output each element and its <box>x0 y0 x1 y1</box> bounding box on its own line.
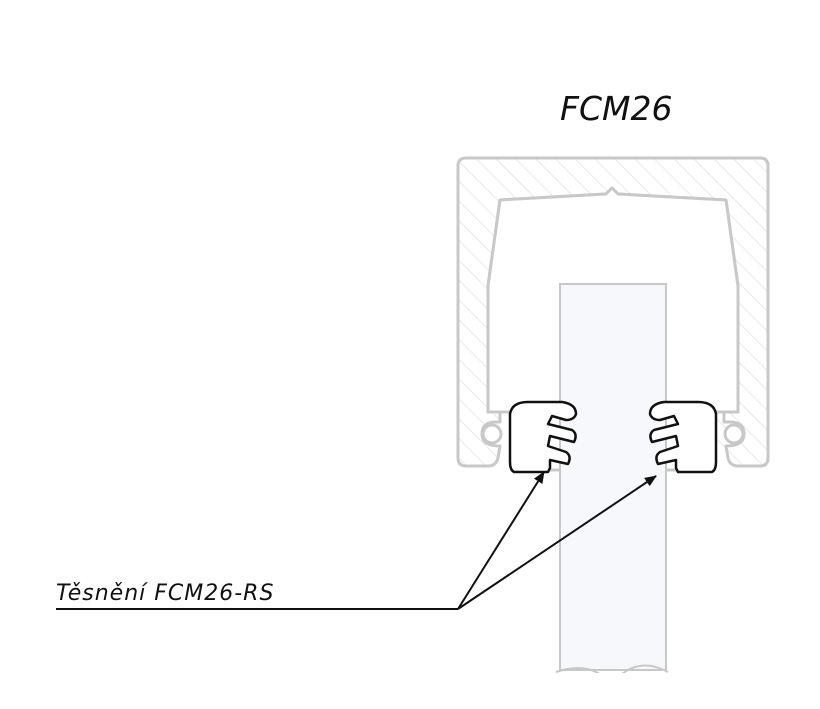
glass-pane <box>559 283 667 671</box>
leader-right-seal <box>457 475 657 610</box>
left-seal <box>508 400 578 474</box>
right-seal <box>648 400 718 474</box>
diagram-title: FCM26 <box>560 89 673 128</box>
left-groove <box>481 423 503 445</box>
glass-break-mask <box>556 673 672 709</box>
leader-left-seal <box>457 471 545 610</box>
right-groove <box>723 423 745 445</box>
seal-label: Těsnění FCM26-RS <box>56 581 274 606</box>
